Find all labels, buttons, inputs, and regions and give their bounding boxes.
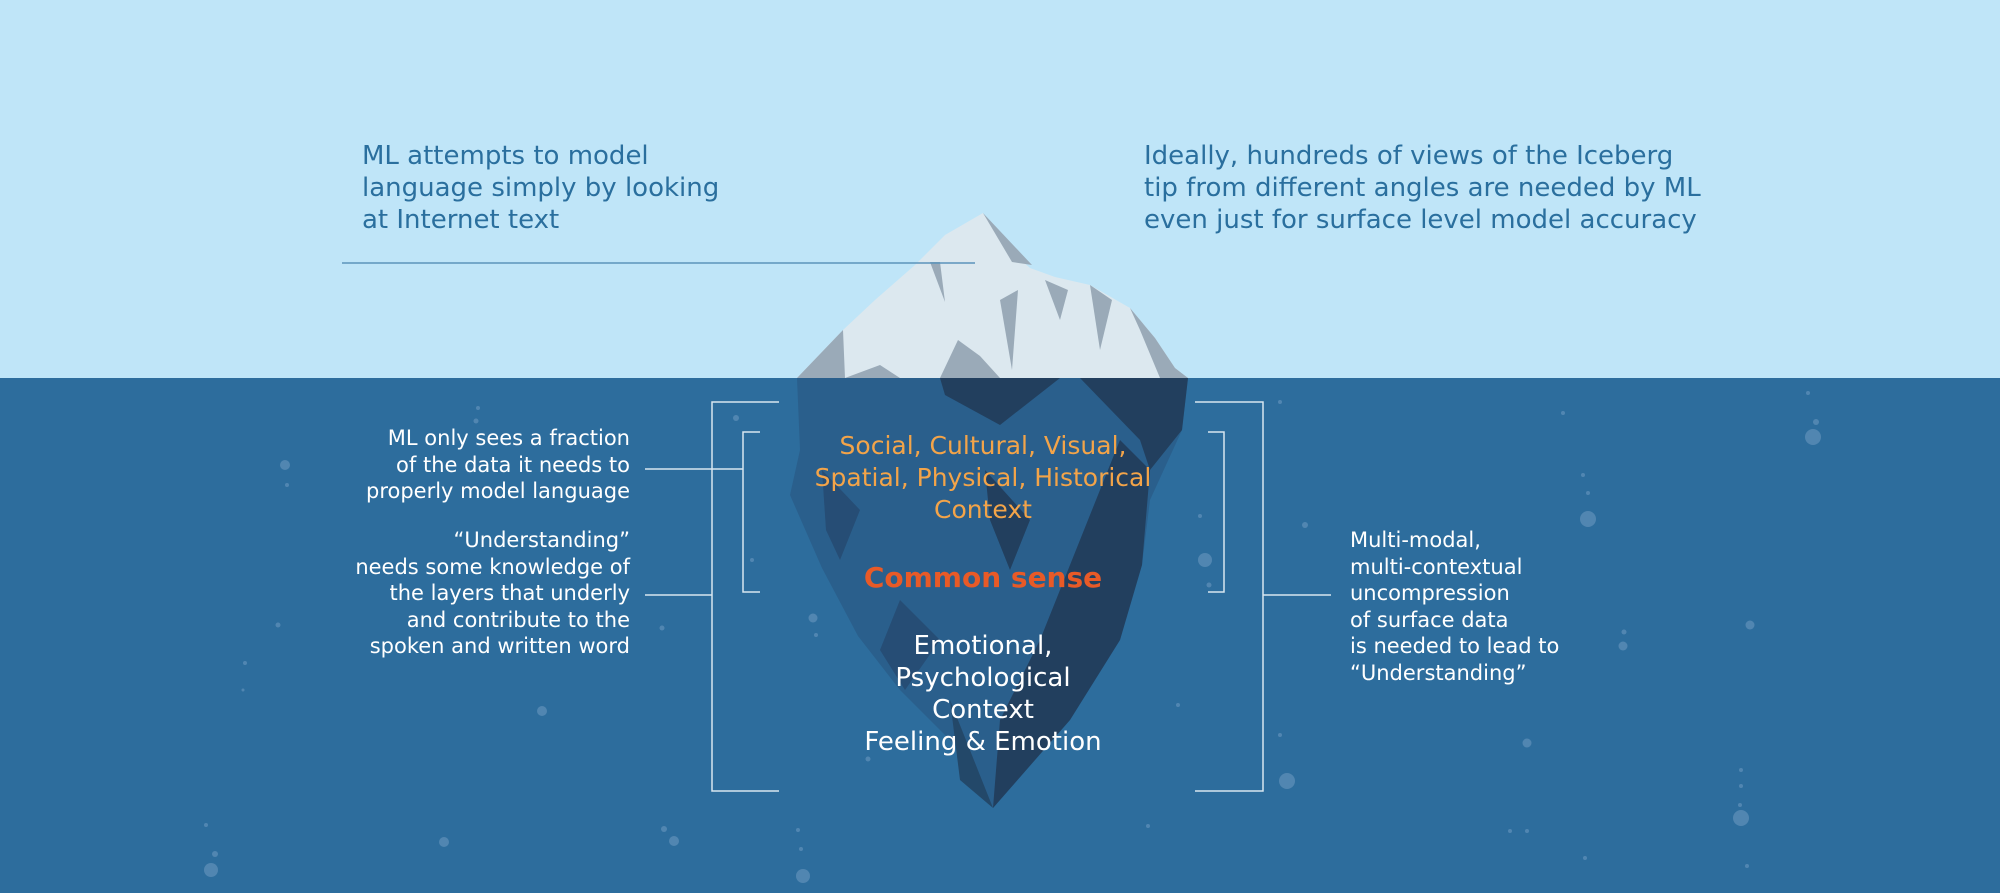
emotional-layer-label: Emotional, Psychological Context Feeling…	[760, 630, 1206, 758]
iceberg-tip	[797, 213, 1188, 378]
note-line: the layers that underly	[389, 581, 630, 605]
layer-line: Psychological	[895, 663, 1071, 693]
note-line: at Internet text	[362, 205, 560, 235]
layer-line: Feeling & Emotion	[864, 727, 1102, 757]
left-underwater-note-fraction: ML only sees a fraction of the data it n…	[290, 425, 630, 505]
iceberg-underwater-part	[790, 378, 1188, 808]
note-line: and contribute to the	[406, 607, 630, 632]
layer-line: Context	[932, 695, 1034, 725]
note-line: of surface data	[1350, 607, 1509, 632]
note-line: needs some knowledge of	[355, 554, 630, 579]
note-line: “Understanding”	[453, 528, 630, 552]
left-top-note: ML attempts to model language simply by …	[362, 140, 782, 236]
layer-line: Emotional,	[913, 631, 1053, 661]
note-line: language simply by looking	[362, 173, 720, 203]
layer-line: Spatial, Physical, Historical	[814, 463, 1152, 492]
bracket-lines	[645, 401, 1331, 792]
left-underwater-note-understanding: “Understanding” needs some knowledge of …	[290, 527, 630, 660]
layer-line: Social, Cultural, Visual,	[839, 431, 1127, 460]
context-layer-label: Social, Cultural, Visual, Spatial, Physi…	[760, 430, 1206, 526]
note-line: Ideally, hundreds of views of the Iceber…	[1144, 141, 1674, 171]
right-underwater-note: Multi-modal, multi-contextual uncompress…	[1350, 527, 1670, 686]
note-line: of the data it needs to	[396, 452, 630, 477]
note-line: Multi-modal,	[1350, 528, 1481, 552]
note-line: ML only sees a fraction	[387, 426, 630, 450]
common-sense-label: Common sense	[863, 561, 1103, 594]
note-line: “Understanding”	[1350, 660, 1527, 685]
layer-line: Context	[934, 495, 1032, 524]
note-line: multi-contextual	[1350, 554, 1523, 579]
note-line: uncompression	[1350, 581, 1510, 605]
note-line: properly model language	[365, 479, 630, 503]
note-line: spoken and written word	[369, 634, 630, 658]
note-line: is needed to lead to	[1350, 634, 1560, 658]
note-line: even just for surface level model accura…	[1144, 205, 1697, 235]
water-bubbles	[204, 391, 1821, 883]
note-line: tip from different angles are needed by …	[1144, 173, 1701, 203]
right-top-note: Ideally, hundreds of views of the Iceber…	[1144, 140, 1844, 236]
note-line: ML attempts to model	[362, 141, 649, 171]
